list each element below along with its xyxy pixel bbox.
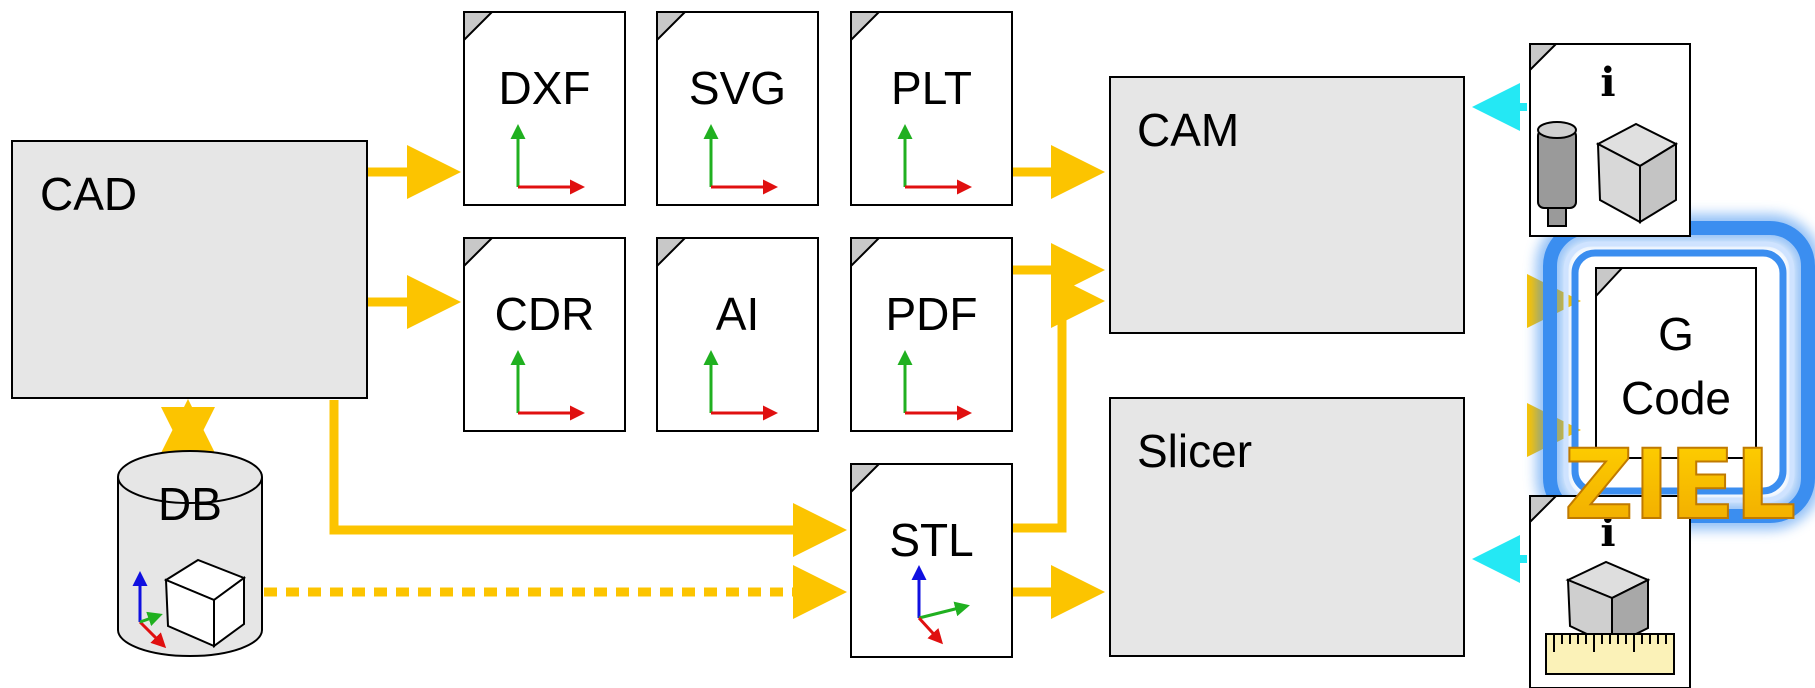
document-icon [850, 11, 882, 43]
file-label-svg: SVG [689, 62, 786, 114]
file-plt: PLT [850, 11, 1013, 206]
flow-arrows [161, 145, 1581, 619]
slicer-label: Slicer [1137, 425, 1252, 477]
gcode-line2: Code [1621, 372, 1731, 424]
document-icon [656, 237, 688, 269]
milling-tool-icon [1537, 121, 1577, 227]
cam-block: CAM [1109, 76, 1465, 334]
arrow-stl-to-cam [1013, 274, 1105, 533]
cam-info-document: i [1529, 43, 1691, 237]
cube-icon [1595, 122, 1679, 224]
file-stl: STL [850, 463, 1013, 658]
file-pdf: PDF [850, 237, 1013, 432]
file-formats: DXF SVG PLT CDR AI PDF STL [463, 11, 1013, 658]
file-ai: AI [656, 237, 819, 432]
info-arrows [1472, 83, 1527, 583]
axes-3d-icon [911, 565, 970, 645]
axes-2d-icon [510, 350, 585, 421]
file-label-pdf: PDF [886, 288, 978, 340]
ruler-icon [1545, 633, 1675, 675]
axes-2d-icon [703, 350, 778, 421]
gcode-line1: G [1658, 308, 1694, 360]
cube-icon [163, 558, 247, 648]
info-icon: i [1600, 509, 1615, 556]
file-label-cdr: CDR [495, 288, 595, 340]
cube-icon [1565, 560, 1651, 648]
axes-3d-icon [132, 571, 167, 649]
file-label-stl: STL [889, 514, 973, 566]
info-icon: i [1600, 59, 1615, 106]
document-icon [463, 237, 495, 269]
file-cdr: CDR [463, 237, 626, 432]
document-icon [1595, 267, 1625, 299]
document-icon [463, 11, 495, 43]
file-label-plt: PLT [891, 62, 972, 114]
document-icon [656, 11, 688, 43]
file-label-dxf: DXF [499, 62, 591, 114]
axes-2d-icon [703, 124, 778, 195]
file-svg: SVG [656, 11, 819, 206]
database-icon: DB [117, 450, 263, 657]
cad-block: CAD [11, 140, 368, 399]
axes-2d-icon [510, 124, 585, 195]
file-label-ai: AI [716, 288, 759, 340]
db-label: DB [158, 478, 222, 530]
document-icon [850, 237, 882, 269]
cad-label: CAD [40, 168, 137, 220]
file-dxf: DXF [463, 11, 626, 206]
axes-2d-icon [897, 350, 972, 421]
arrow-cad-to-stl [329, 400, 847, 557]
cam-label: CAM [1137, 104, 1239, 156]
gcode-file: G Code [1595, 267, 1757, 459]
slicer-info-document: i [1529, 495, 1691, 688]
target-label: ZIEL [1564, 429, 1796, 541]
axes-2d-icon [897, 124, 972, 195]
slicer-block: Slicer [1109, 397, 1465, 657]
document-icon [850, 463, 882, 495]
